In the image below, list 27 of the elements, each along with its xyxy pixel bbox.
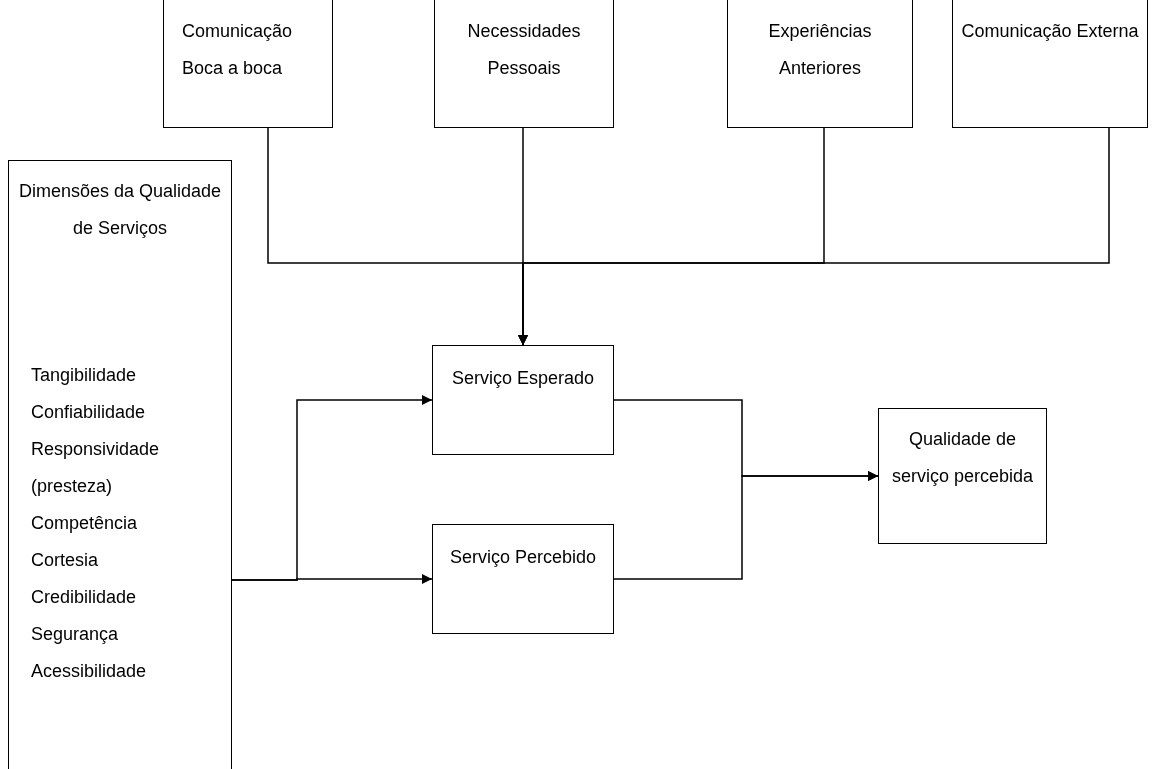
list-item: Confiabilidade [30,401,147,424]
list-item: Acessibilidade [30,660,148,683]
process-box [163,0,333,128]
process-box [432,524,614,634]
box-label: Comunicação Boca a boca [182,20,294,80]
box-label: Serviço Esperado [450,367,596,390]
arrow [518,127,1110,346]
list-item: Competência [30,512,139,535]
list-item: Credibilidade [30,586,138,609]
dimensions-panel [8,160,232,769]
list-item: Cortesia [30,549,100,572]
panel-heading: Dimensões da Qualidade de Serviços [17,180,223,240]
box-label: Necessidades Pessoais [466,20,582,80]
process-box [727,0,913,128]
arrow [613,471,879,580]
box-label: Serviço Percebido [448,546,598,569]
process-box [952,0,1148,128]
list-item: Responsividade (presteza) [30,438,161,498]
process-box [432,345,614,455]
list-item: Segurança [30,623,120,646]
arrow [231,574,433,584]
box-label: Experiências Anteriores [767,20,873,80]
process-box [434,0,614,128]
list-item: Tangibilidade [30,364,138,387]
process-box [878,408,1047,544]
box-label: Qualidade de serviço percebida [890,428,1035,488]
box-label: Comunicação Externa [960,20,1140,43]
